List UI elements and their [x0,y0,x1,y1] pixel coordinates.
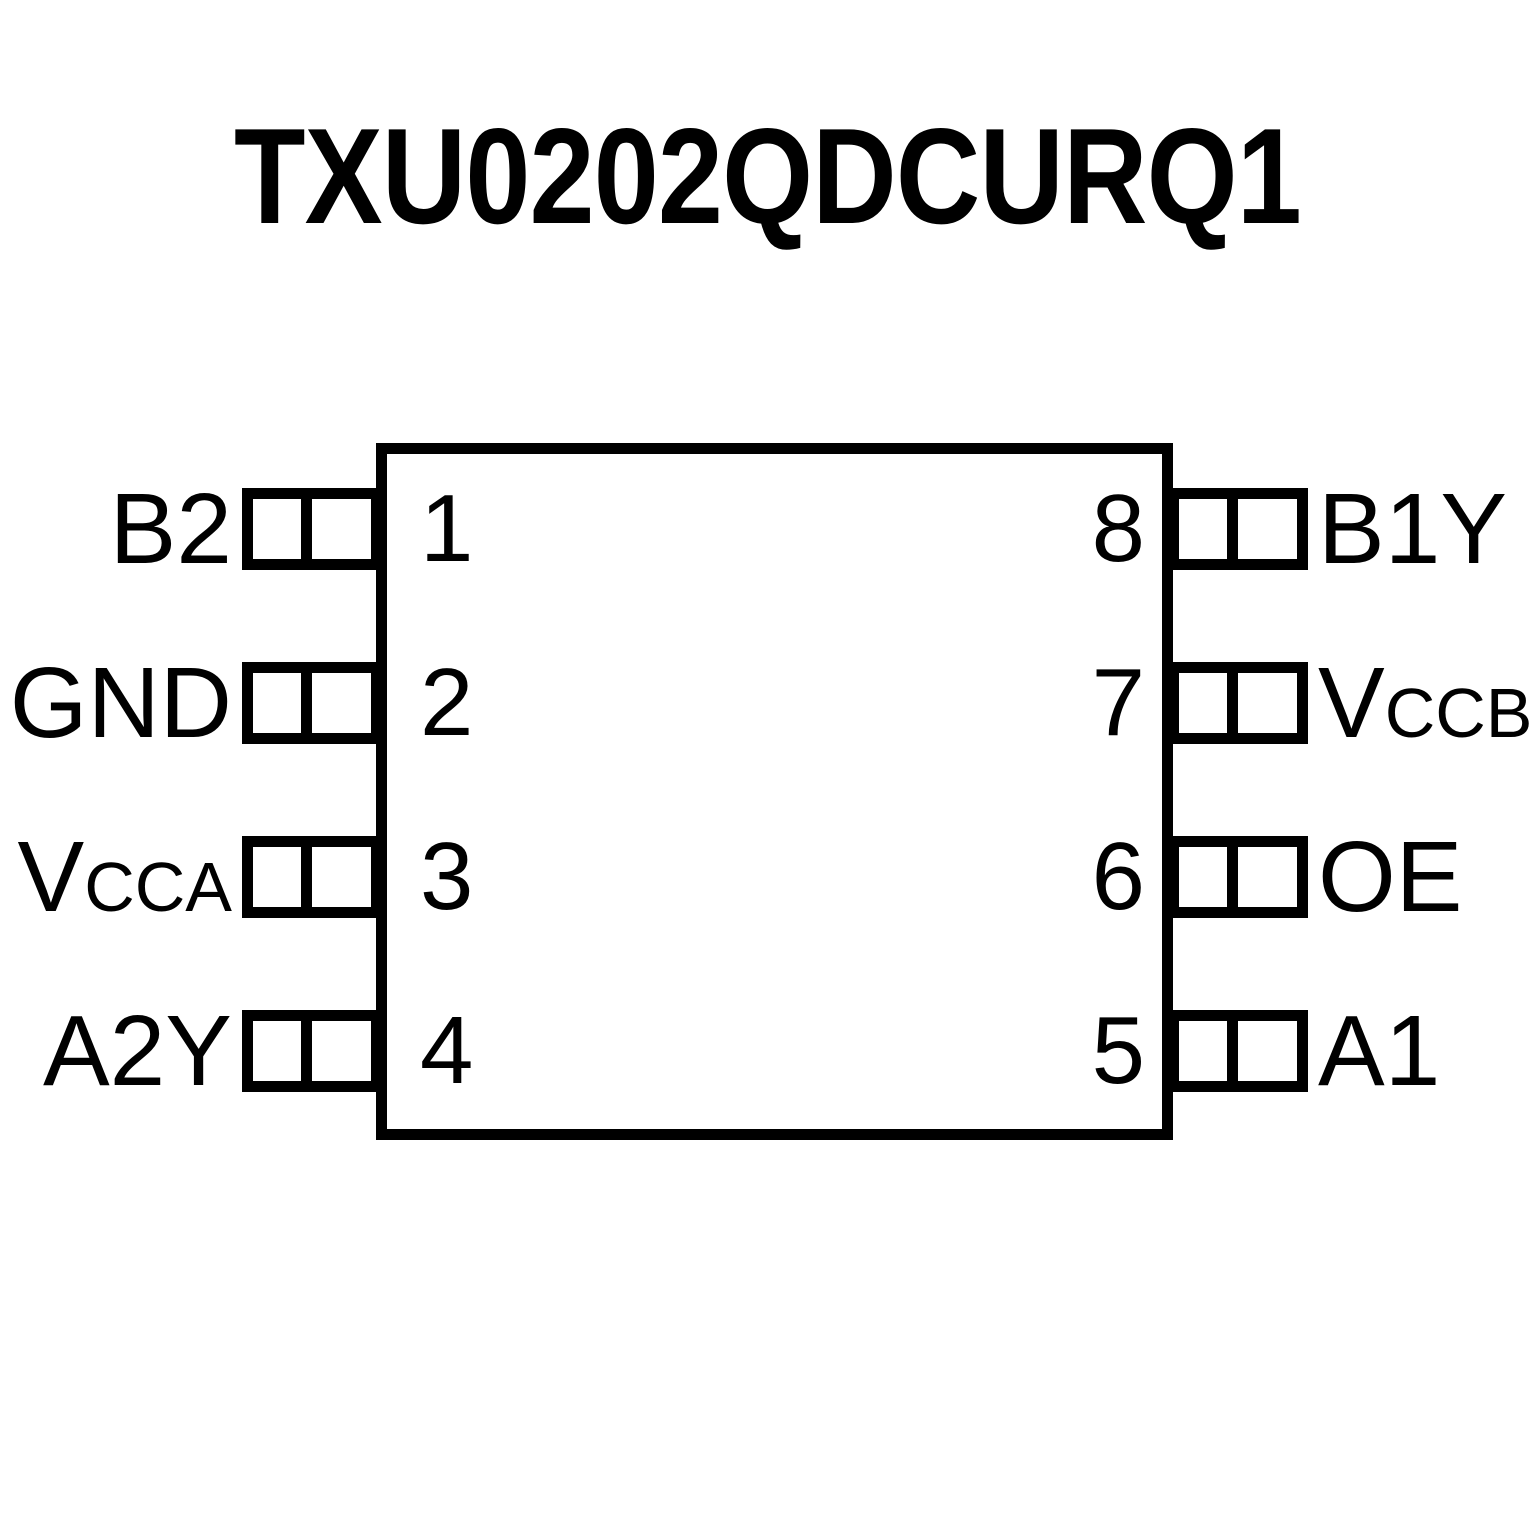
pin-label-base: A2Y [42,995,232,1107]
pin-number-5: 5 [1091,997,1145,1104]
pin-number-7: 7 [1091,649,1145,756]
pin-lead-segment [312,836,382,918]
pin-label-b2: B2 [0,479,232,579]
pin-label-base: V [17,821,85,933]
pin-label-base: V [1318,647,1385,759]
pin-lead-7 [1168,662,1308,744]
pin-lead-3 [242,836,382,918]
pin-label-subscript: CCA [84,848,232,926]
pin-label-gnd: GND [0,653,232,753]
pin-lead-segment [1168,1010,1238,1092]
pin-label-subscript: CCB [1384,674,1533,752]
pin-lead-segment [1238,488,1308,570]
pin-lead-2 [242,662,382,744]
pin-label-base: GND [9,647,232,759]
pin-lead-segment [242,836,312,918]
pin-number-4: 4 [420,997,474,1104]
pin-lead-8 [1168,488,1308,570]
pin-label-base: A1 [1318,995,1441,1107]
pin-label-base: B1Y [1318,473,1508,585]
pin-number-2: 2 [420,649,474,756]
pin-lead-segment [242,488,312,570]
pin-lead-segment [1238,836,1308,918]
pin-label-base: OE [1318,821,1463,933]
pin-lead-segment [242,662,312,744]
pin-lead-segment [1238,662,1308,744]
pin-label-b1y: B1Y [1318,479,1535,579]
pin-number-8: 8 [1091,475,1145,582]
pin-lead-segment [242,1010,312,1092]
pin-lead-segment [1168,662,1238,744]
pin-label-base: B2 [109,473,232,585]
pin-lead-segment [1238,1010,1308,1092]
pin-lead-5 [1168,1010,1308,1092]
pin-lead-segment [1168,488,1238,570]
pin-label-vcca: VCCA [0,827,233,927]
pin-label-a1: A1 [1318,1001,1535,1101]
pin-lead-segment [312,488,382,570]
pin-lead-1 [242,488,382,570]
pin-lead-6 [1168,836,1308,918]
page-title: TXU0202QDCURQ1 [234,100,1302,252]
pin-lead-segment [312,662,382,744]
pin-label-oe: OE [1318,827,1535,927]
pin-lead-segment [1168,836,1238,918]
pin-label-vccb: VCCB [1318,653,1535,753]
package-body-outline [376,443,1173,1140]
pin-label-a2y: A2Y [0,1001,232,1101]
pin-number-1: 1 [420,475,474,582]
pin-number-6: 6 [1091,823,1145,930]
pin-number-3: 3 [420,823,474,930]
pin-lead-4 [242,1010,382,1092]
pin-lead-segment [312,1010,382,1092]
